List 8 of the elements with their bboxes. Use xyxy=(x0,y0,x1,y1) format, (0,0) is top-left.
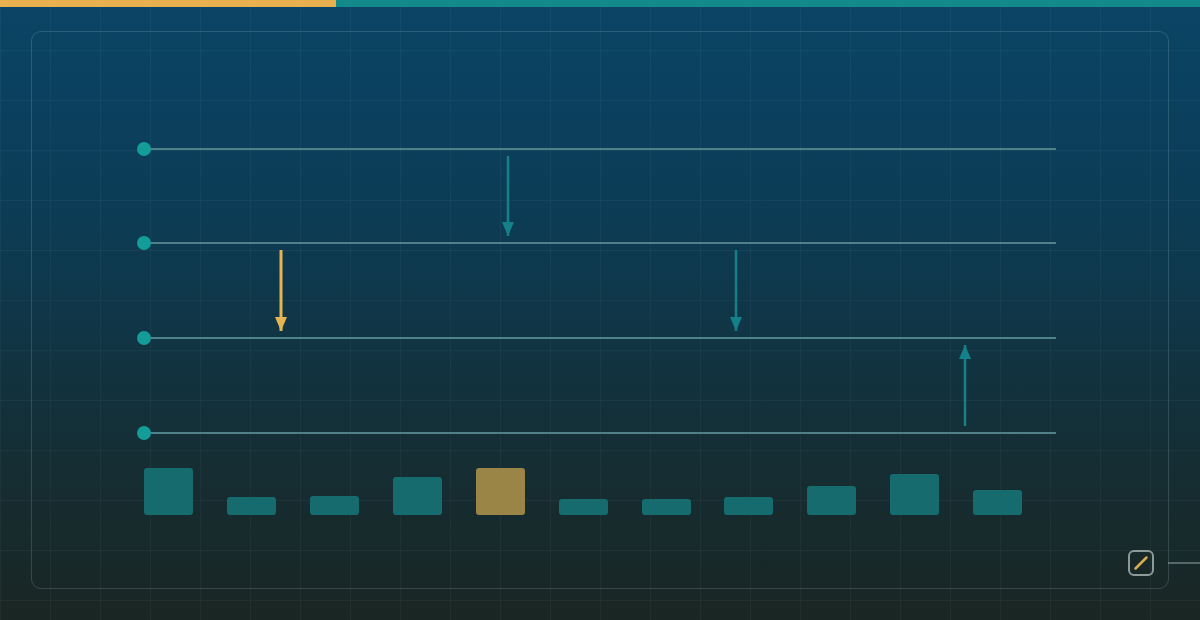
arrow xyxy=(730,250,742,331)
arrow xyxy=(959,345,971,426)
arrow xyxy=(502,156,514,236)
lifeline xyxy=(137,426,1056,440)
lifeline xyxy=(137,331,1056,345)
lifeline xyxy=(137,236,1056,250)
arrow xyxy=(275,250,287,331)
lifeline xyxy=(137,142,1056,156)
